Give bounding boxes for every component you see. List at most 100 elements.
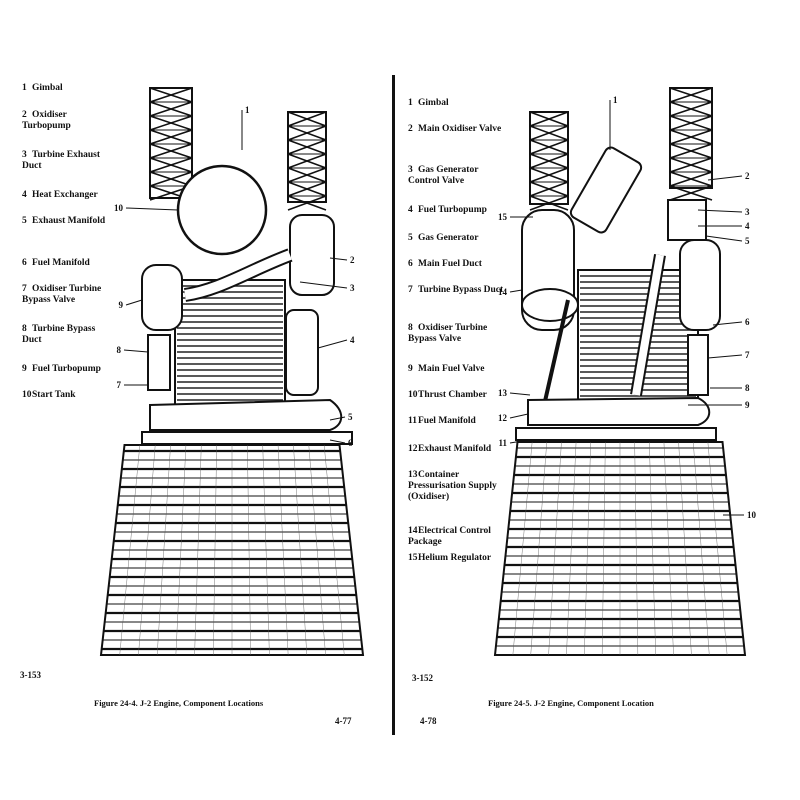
- legend-item: 2 Main Oxidiser Valve: [408, 124, 508, 135]
- truss-strut: [287, 125, 327, 141]
- legend-item: 12 Exhaust Manifold: [408, 444, 508, 455]
- legend-label: Fuel Manifold: [32, 258, 90, 268]
- legend-label: Start Tank: [32, 390, 76, 400]
- callout-number: 14: [498, 287, 508, 297]
- legend-item: 14 Electrical Control Package: [408, 526, 508, 548]
- legend-item: 4 Heat Exchanger: [22, 190, 114, 201]
- truss-strut: [149, 87, 193, 103]
- legend-label: Gas Generator Control Valve: [408, 165, 479, 186]
- legend-item: 11 Fuel Manifold: [408, 416, 508, 427]
- legend-item: 6 Main Fuel Duct: [408, 259, 508, 270]
- legend-number: 2: [408, 124, 413, 134]
- callout-number: 3: [745, 207, 750, 217]
- legend-item: 10 Start Tank: [22, 390, 114, 401]
- legend-label: Oxidiser Turbopump: [22, 110, 71, 131]
- nozzle-hatch: [601, 441, 606, 656]
- callout-number: 10: [747, 510, 757, 520]
- truss-strut: [669, 115, 713, 131]
- oxidiser-turbopump: [289, 214, 335, 296]
- left-figure-caption: Figure 24-4. J-2 Engine, Component Locat…: [94, 698, 264, 708]
- callout-number: 11: [498, 438, 507, 448]
- legend-number: 1: [408, 98, 413, 108]
- truss-strut: [529, 125, 569, 141]
- legend-item: 2 Oxidiser Turbopump: [22, 110, 114, 132]
- legend-label: Oxidiser Turbine Bypass Valve: [408, 323, 488, 344]
- nozzle-hatch: [512, 441, 533, 656]
- truss-strut: [287, 111, 327, 127]
- truss-strut: [149, 115, 193, 131]
- truss-strut: [529, 139, 569, 155]
- truss-strut: [529, 111, 569, 127]
- turbine-bypass-duct: [687, 334, 709, 396]
- legend-number: 9: [22, 364, 27, 374]
- truss-strut: [669, 87, 713, 103]
- truss-strut: [149, 171, 193, 187]
- callout-number: 6: [348, 438, 353, 448]
- legend-label: Heat Exchanger: [32, 190, 98, 200]
- callout-number: 2: [350, 255, 355, 265]
- callout-leader: [707, 175, 743, 181]
- legend-label: Electrical Control Package: [408, 526, 491, 547]
- callout-number: 15: [498, 212, 508, 222]
- callout-leader: [509, 392, 531, 396]
- legend-number: 10: [22, 390, 32, 400]
- legend-label: Container Pressurisation Supply (Oxidise…: [408, 470, 497, 502]
- legend-item: 1 Gimbal: [22, 83, 114, 94]
- legend-label: Gas Generator: [418, 233, 479, 243]
- callout-number: 1: [245, 105, 250, 115]
- nozzle-hatch: [663, 441, 674, 656]
- nozzle-hatch: [548, 441, 562, 656]
- callout-number: 9: [119, 300, 124, 310]
- truss-strut: [529, 181, 569, 197]
- fuel-turbopump: [141, 264, 183, 331]
- legend-number: 4: [408, 205, 413, 215]
- legend-number: 10: [408, 390, 418, 400]
- right-page-number: 4-78: [420, 716, 437, 726]
- callout-number: 2: [745, 171, 750, 181]
- callout-leader: [329, 416, 346, 421]
- callout-number: 10: [114, 203, 124, 213]
- fuel-manifold: [141, 431, 353, 445]
- gimbal-truss: [669, 87, 713, 189]
- legend-label: Turbine Exhaust Duct: [22, 150, 101, 171]
- callout-number: 7: [745, 350, 750, 360]
- right-page-ref: 3-152: [412, 673, 433, 683]
- exhaust-manifold: [149, 398, 343, 431]
- truss-strut: [149, 143, 193, 159]
- truss-strut: [149, 101, 193, 117]
- legend-label: Exhaust Manifold: [32, 216, 106, 226]
- legend-label: Main Fuel Duct: [418, 259, 482, 269]
- nozzle-hatch: [649, 441, 656, 656]
- legend-label: Main Oxidiser Valve: [418, 124, 502, 134]
- nozzle-hatch: [308, 444, 326, 656]
- callout-number: 4: [745, 221, 750, 231]
- fuel-manifold: [515, 427, 717, 441]
- nozzle-hatch: [194, 444, 202, 656]
- nozzle-hatch: [293, 444, 308, 656]
- legend-label: Gimbal: [32, 83, 63, 93]
- legend-number: 3: [408, 165, 413, 175]
- callout-number: 5: [348, 412, 353, 422]
- legend-number: 1: [22, 83, 27, 93]
- nozzle-hatch: [213, 444, 217, 656]
- nozzle-hatch: [119, 444, 141, 656]
- legend-item: 13 Container Pressurisation Supply (Oxid…: [408, 470, 508, 503]
- legend-item: 10 Thrust Chamber: [408, 390, 508, 401]
- truss-strut: [669, 101, 713, 117]
- legend-number: 5: [22, 216, 27, 226]
- nozzle-hatch: [277, 444, 289, 656]
- turbine-exhaust-duct-inner: [184, 250, 292, 300]
- legend-number: 7: [22, 284, 27, 294]
- nozzle-hatch: [707, 441, 728, 656]
- legend-number: 6: [408, 259, 413, 269]
- legend-label: Fuel Manifold: [418, 416, 476, 426]
- legend-label: Turbine Bypass Duct: [418, 285, 504, 295]
- legend-number: 7: [408, 285, 413, 295]
- callout-number: 5: [745, 236, 750, 246]
- callout-leader: [123, 349, 149, 353]
- callout-number: 8: [745, 383, 750, 393]
- legend-label: Helium Regulator: [418, 553, 492, 563]
